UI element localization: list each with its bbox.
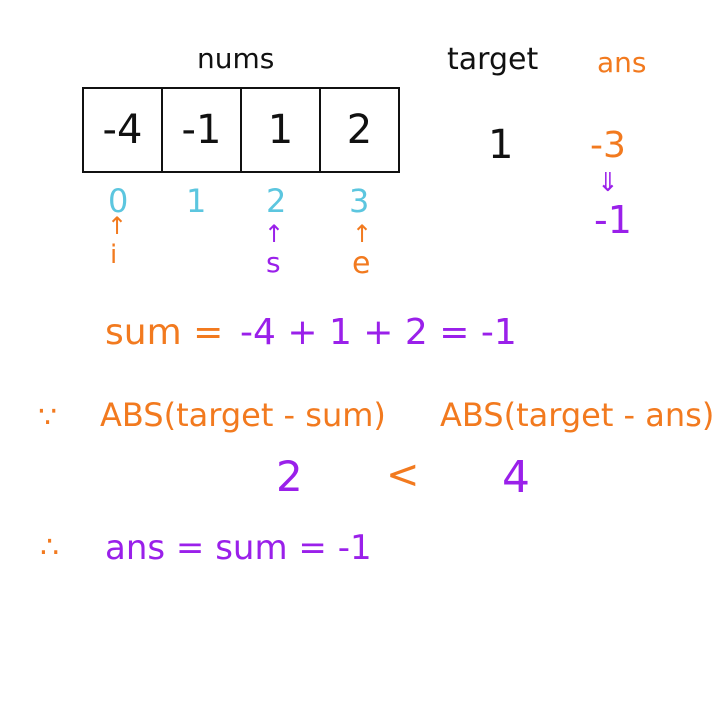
down-arrow-icon: ⇓ xyxy=(597,168,619,198)
target-value: 1 xyxy=(488,122,514,168)
abs-sum-value: 2 xyxy=(276,452,303,501)
nums-array: -4 -1 1 2 xyxy=(82,87,400,173)
index-1: 1 xyxy=(186,182,207,220)
sum-label: sum = xyxy=(105,312,224,353)
because-symbol: ∵ xyxy=(38,400,58,435)
less-than: < xyxy=(386,452,420,498)
up-arrow-icon: ↑ xyxy=(264,220,285,248)
up-arrow-icon: ↑ xyxy=(107,212,128,240)
pointer-e: e xyxy=(352,246,371,281)
index-0: 0 xyxy=(108,182,129,220)
pointer-s: s xyxy=(266,246,281,279)
therefore-symbol: ∴ xyxy=(40,530,60,565)
pointer-i: i xyxy=(110,240,118,270)
conclusion: ans = sum = -1 xyxy=(105,528,372,568)
index-2: 2 xyxy=(266,182,287,220)
array-cell: 2 xyxy=(319,87,400,173)
abs-target-sum: ABS(target - sum) xyxy=(100,396,386,434)
ans-new-value: -1 xyxy=(594,198,632,242)
ans-label: ans xyxy=(597,46,647,79)
abs-target-ans: ABS(target - ans) xyxy=(440,396,715,434)
up-arrow-icon: ↑ xyxy=(352,220,373,248)
array-cell: -4 xyxy=(82,87,163,173)
ans-old-value: -3 xyxy=(590,125,626,166)
array-cell: 1 xyxy=(240,87,321,173)
index-3: 3 xyxy=(349,182,370,220)
array-cell: -1 xyxy=(161,87,242,173)
sum-expression: -4 + 1 + 2 = -1 xyxy=(240,312,517,353)
abs-ans-value: 4 xyxy=(502,452,530,503)
target-label: target xyxy=(447,42,539,77)
nums-label: nums xyxy=(197,42,275,75)
